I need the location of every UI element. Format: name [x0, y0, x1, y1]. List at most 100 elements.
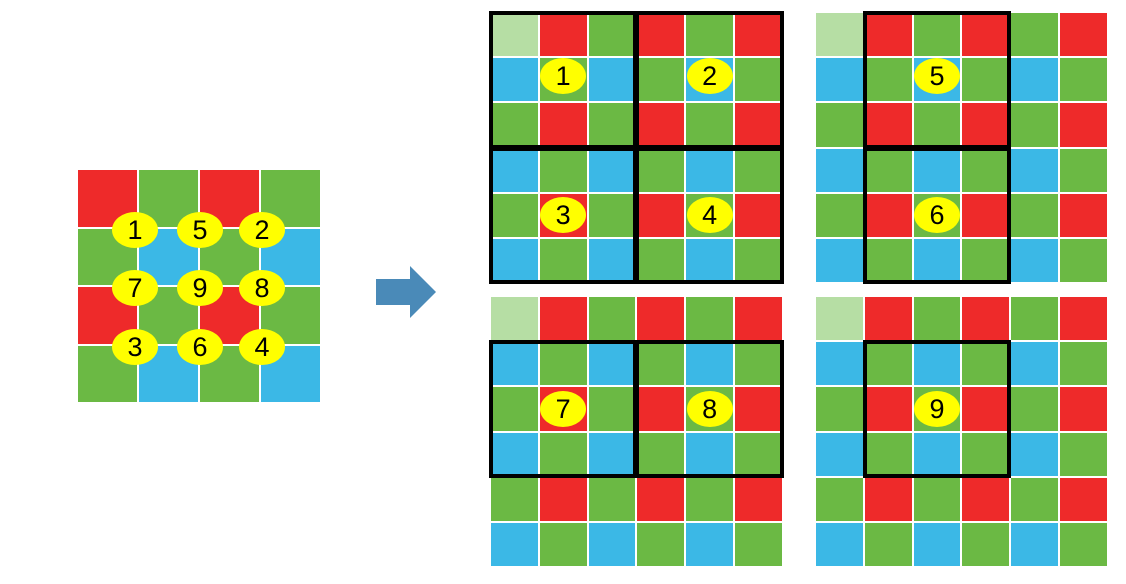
position-label-5: 5: [914, 57, 960, 94]
pixel-cell: [864, 148, 912, 192]
pixel-cell: [1011, 239, 1058, 283]
pixel-cell: [1011, 342, 1058, 386]
pixel-cell: [637, 58, 685, 102]
pixel-cell: [913, 432, 961, 476]
pixel-cell: [637, 148, 685, 192]
position-label-3: 3: [540, 197, 587, 234]
pixel-cell: [491, 58, 538, 102]
pixel-cell: [1011, 523, 1058, 567]
pixel-cell: [864, 523, 912, 567]
pixel-cell: [588, 297, 636, 341]
pixel-cell: [864, 58, 912, 102]
pixel-cell: [588, 13, 636, 57]
pixel-cell: [962, 342, 1010, 386]
arrow-shape: [376, 266, 436, 318]
pixel-cell: [637, 103, 685, 147]
pixel-cell: [491, 523, 538, 567]
pixel-cell: [637, 342, 685, 386]
window-box-3: [489, 146, 638, 285]
pixel-cell: [913, 13, 961, 57]
pixel-cell: [1011, 477, 1058, 521]
pixel-cell: [913, 239, 961, 283]
position-label-9: 9: [177, 270, 223, 306]
pixel-cell: [962, 13, 1010, 57]
panel-9: 9: [816, 297, 1109, 568]
pixel-cell: [491, 193, 538, 237]
pixel-cell: [539, 477, 587, 521]
pixel-cell: [864, 193, 912, 237]
pixel-cell: [491, 148, 538, 192]
pixel-cell: [962, 193, 1010, 237]
pixel-cell: [962, 297, 1010, 341]
pixel-cell: [686, 342, 733, 386]
position-label-4: 4: [239, 329, 285, 365]
pixel-cell: [637, 387, 685, 431]
pixel-cell: [686, 297, 733, 341]
pixel-cell: [637, 523, 685, 567]
pixel-cell: [1011, 148, 1058, 192]
pixel-cell: [539, 342, 587, 386]
pixel-cell: [913, 103, 961, 147]
pixel-cell: [1060, 13, 1107, 57]
position-label-1: 1: [112, 212, 158, 248]
pixel-cell: [913, 148, 961, 192]
pixel-cell: [816, 58, 863, 102]
pixel-cell: [962, 387, 1010, 431]
pixel-cell: [913, 342, 961, 386]
pixel-cell: [735, 13, 782, 57]
pixel-cell: [491, 13, 538, 57]
pixel-cell: [735, 58, 782, 102]
window-box-8: [635, 340, 784, 478]
pixel-cell: [1011, 387, 1058, 431]
pixel-cell: [913, 523, 961, 567]
window-box-9: [862, 340, 1012, 478]
pixel-cell: [1011, 58, 1058, 102]
position-label-3: 3: [112, 329, 158, 365]
pixel-cell: [491, 342, 538, 386]
pixel-cell: [539, 103, 587, 147]
pixel-cell: [864, 297, 912, 341]
pixel-cell: [1060, 148, 1107, 192]
pixel-cell: [491, 103, 538, 147]
position-label-7: 7: [540, 391, 587, 427]
pixel-cell: [686, 103, 733, 147]
pixel-cell: [735, 432, 782, 476]
pixel-cell: [637, 432, 685, 476]
pixel-cell: [686, 477, 733, 521]
pixel-cell: [686, 432, 733, 476]
pixel-cell: [637, 239, 685, 283]
position-label-5: 5: [177, 212, 223, 248]
pixel-cell: [864, 387, 912, 431]
position-label-2: 2: [239, 212, 285, 248]
pixel-cell: [816, 477, 863, 521]
pixel-cell: [962, 58, 1010, 102]
pixel-cell: [816, 148, 863, 192]
position-label-7: 7: [112, 270, 158, 306]
pixel-cell: [864, 13, 912, 57]
pixel-cell: [864, 477, 912, 521]
pixel-cell: [588, 523, 636, 567]
position-label-9: 9: [914, 391, 960, 427]
pixel-cell: [1060, 387, 1107, 431]
pixel-cell: [539, 523, 587, 567]
pixel-cell: [864, 103, 912, 147]
pixel-cell: [1060, 477, 1107, 521]
pixel-cell: [1060, 239, 1107, 283]
pixel-cell: [735, 477, 782, 521]
pixel-cell: [1060, 523, 1107, 567]
pixel-cell: [864, 432, 912, 476]
pixel-cell: [962, 432, 1010, 476]
pixel-cell: [686, 523, 733, 567]
pixel-cell: [816, 239, 863, 283]
pixel-cell: [1060, 103, 1107, 147]
pixel-cell: [735, 103, 782, 147]
pixel-cell: [1060, 432, 1107, 476]
pixel-cell: [686, 239, 733, 283]
pixel-cell: [588, 148, 636, 192]
pixel-cell: [1011, 432, 1058, 476]
pixel-cell: [637, 477, 685, 521]
pixel-cell: [735, 387, 782, 431]
pixel-cell: [588, 342, 636, 386]
pixel-cell: [588, 432, 636, 476]
